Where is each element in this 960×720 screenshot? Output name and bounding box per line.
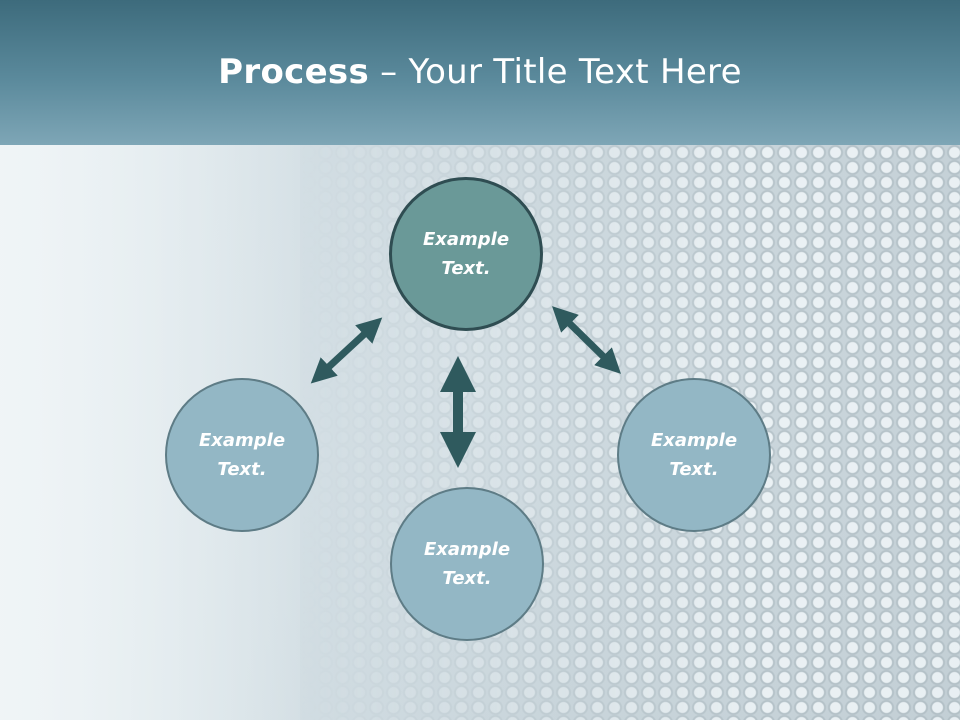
node-left-line2: Text. xyxy=(217,459,267,480)
node-bottom-line2: Text. xyxy=(442,568,492,589)
node-bottom-line1: Example xyxy=(423,539,511,560)
title-bold: Process xyxy=(218,52,370,92)
arrow-top-left xyxy=(310,317,383,384)
node-right-line2: Text. xyxy=(669,459,719,480)
node-right-line1: Example xyxy=(650,430,738,451)
node-top-line1: Example xyxy=(422,229,510,250)
title-rest: – Your Title Text Here xyxy=(369,52,742,92)
node-left-line1: Example xyxy=(198,430,286,451)
title-bar: Process – Your Title Text Here xyxy=(0,0,960,145)
arrow-top-right xyxy=(552,306,621,374)
slide-title: Process – Your Title Text Here xyxy=(0,52,960,92)
node-top-line2: Text. xyxy=(441,258,491,279)
